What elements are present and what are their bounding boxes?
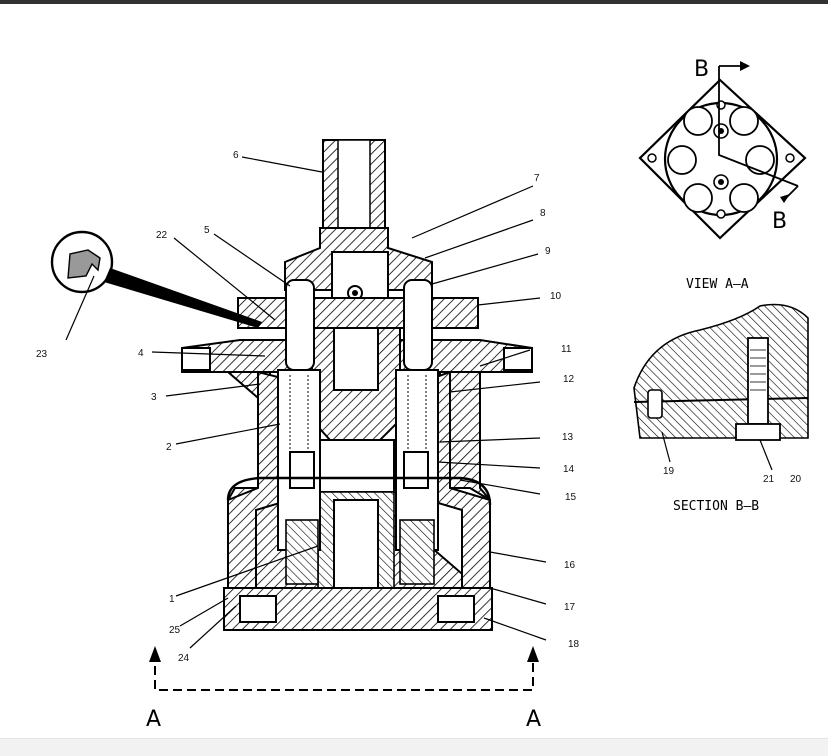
section-mark-a-right: A	[526, 707, 541, 732]
callout-22: 22	[156, 230, 168, 241]
callout-1: 1	[169, 594, 175, 605]
callout-24: 24	[178, 653, 190, 664]
callout-13: 13	[562, 432, 574, 443]
callout-14: 14	[563, 464, 575, 475]
main-section-view	[50, 139, 539, 691]
leader-lines	[65, 156, 547, 649]
callout-3: 3	[151, 392, 157, 403]
callout-16: 16	[564, 560, 576, 571]
callout-25: 25	[169, 625, 181, 636]
callout-2: 2	[166, 442, 172, 453]
callout-10: 10	[550, 291, 562, 302]
callout-23: 23	[36, 349, 48, 360]
callout-8: 8	[540, 208, 546, 219]
window-top-bar	[0, 0, 828, 4]
callout-20: 20	[790, 474, 802, 485]
callout-19: 19	[663, 466, 675, 477]
callout-9: 9	[545, 246, 551, 257]
window-bottom-bar	[0, 738, 828, 756]
callout-15: 15	[565, 492, 577, 503]
exploded-assembly-drawing: 1 2 3 4 5 6 7 8 9 10 11 12 13 14 15 16 1…	[36, 57, 809, 732]
section-b-b: SECTION B–B	[633, 303, 809, 514]
callout-11: 11	[561, 344, 572, 355]
view-a-a-caption: VIEW A–A	[686, 277, 749, 292]
callout-5: 5	[204, 225, 210, 236]
section-mark-b-bottom: B	[772, 209, 787, 234]
callout-12: 12	[563, 374, 575, 385]
callout-21: 21	[763, 474, 775, 485]
callout-4: 4	[138, 348, 144, 359]
callout-labels: 1 2 3 4 5 6 7 8 9 10 11 12 13 14 15 16 1…	[36, 150, 802, 664]
callout-17: 17	[564, 602, 576, 613]
section-b-b-caption: SECTION B–B	[673, 499, 759, 514]
view-a-a: B B VIEW A–A	[638, 57, 807, 292]
section-mark-b-top: B	[694, 57, 709, 82]
section-mark-a-left: A	[146, 707, 161, 732]
callout-7: 7	[534, 173, 540, 184]
callout-18: 18	[568, 639, 580, 650]
callout-6: 6	[233, 150, 239, 161]
